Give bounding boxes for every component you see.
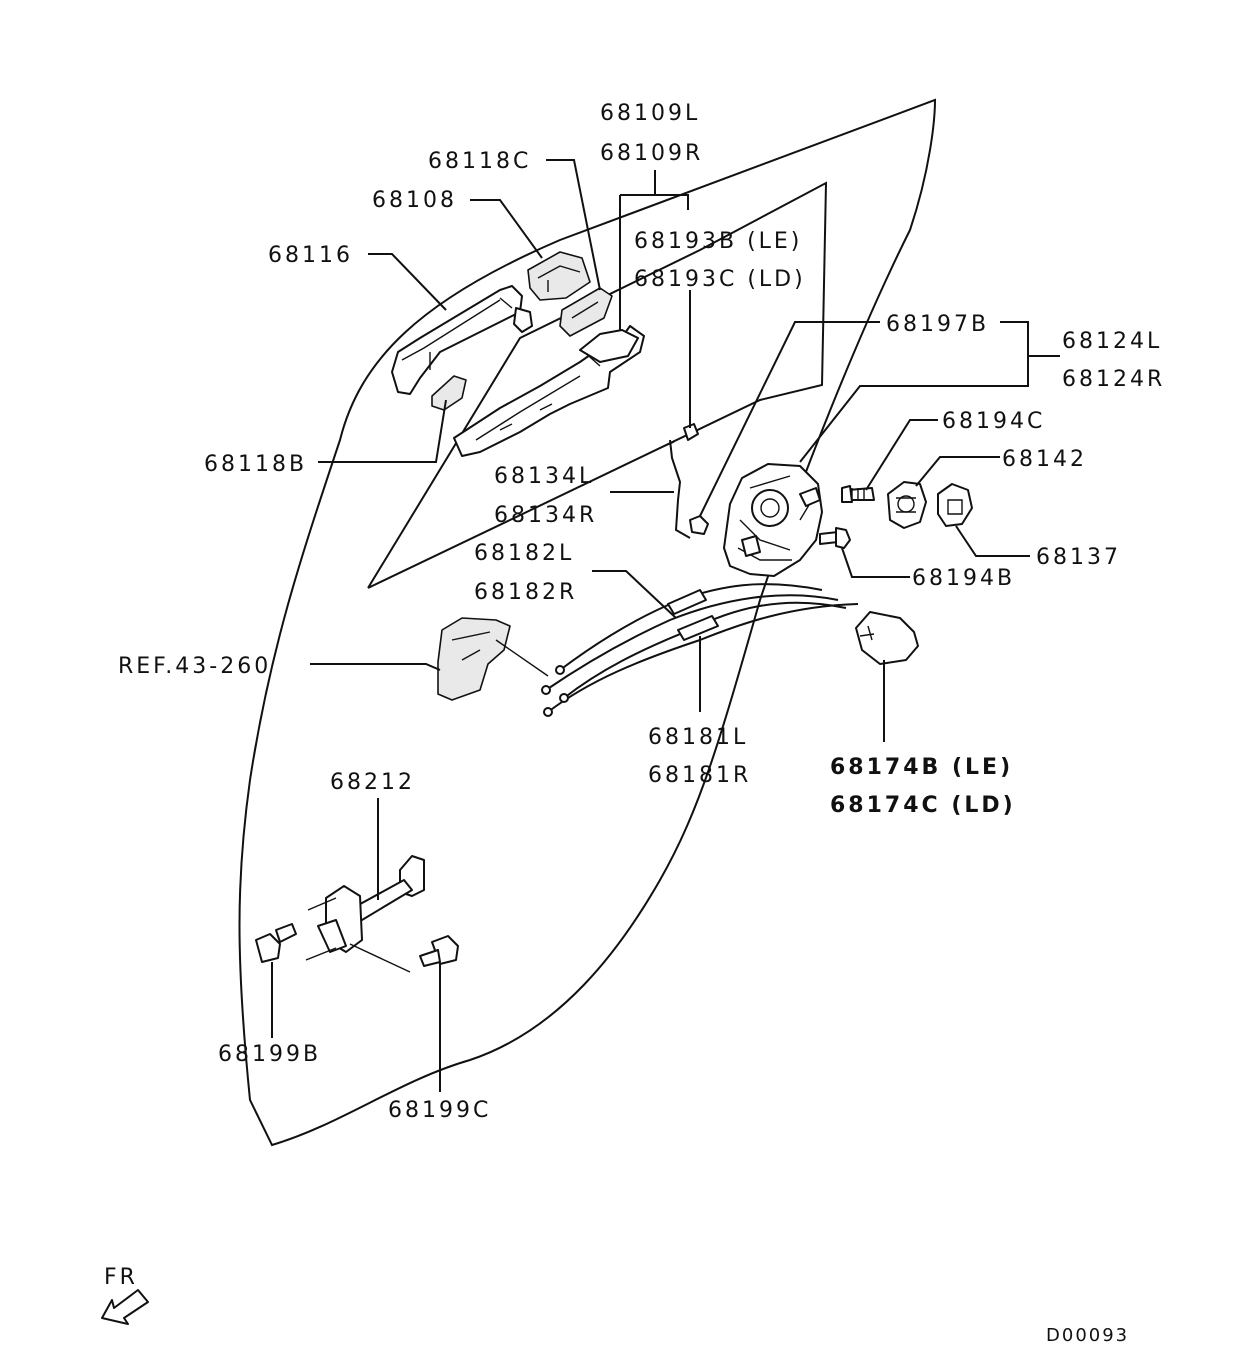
label-68182L: 68182L bbox=[474, 541, 574, 566]
label-68174C: 68174C (LD) bbox=[830, 793, 1016, 818]
label-68134L: 68134L bbox=[494, 464, 594, 489]
label-68116: 68116 bbox=[268, 243, 353, 268]
label-68197B: 68197B bbox=[886, 312, 989, 337]
inner-handle bbox=[437, 617, 511, 701]
direction-label: FR bbox=[104, 1265, 138, 1290]
bolt-right bbox=[419, 935, 459, 967]
label-68174B: 68174B (LE) bbox=[830, 755, 1013, 780]
screw-lower bbox=[819, 527, 851, 549]
label-68118B: 68118B bbox=[204, 452, 307, 477]
door-lock-actuator bbox=[723, 463, 823, 577]
screw-upper bbox=[841, 485, 875, 503]
striker-spacer bbox=[937, 483, 973, 527]
label-68194C: 68194C bbox=[942, 409, 1045, 434]
label-68199C: 68199C bbox=[388, 1098, 491, 1123]
label-68134R: 68134R bbox=[494, 503, 597, 528]
striker bbox=[887, 481, 927, 529]
diagram-code: D00093 bbox=[1046, 1325, 1129, 1346]
label-68109L: 68109L bbox=[600, 101, 700, 126]
label-68194B: 68194B bbox=[912, 566, 1015, 591]
label-ref-43-260: REF.43-260 bbox=[118, 654, 271, 679]
label-68137: 68137 bbox=[1036, 545, 1121, 570]
label-68124R: 68124R bbox=[1062, 367, 1165, 392]
gasket-rear bbox=[431, 375, 467, 411]
outer-door-handle bbox=[391, 285, 533, 395]
front-direction-arrow bbox=[101, 1289, 149, 1325]
lock-cables bbox=[495, 583, 859, 717]
label-68193B: 68193B (LE) bbox=[634, 229, 802, 254]
label-68199B: 68199B bbox=[218, 1042, 321, 1067]
label-68118C: 68118C bbox=[428, 149, 531, 174]
bolt-left bbox=[255, 923, 297, 963]
label-68193C: 68193C (LD) bbox=[634, 267, 806, 292]
label-68181L: 68181L bbox=[648, 725, 748, 750]
label-68212: 68212 bbox=[330, 770, 415, 795]
handle-frame bbox=[453, 325, 645, 457]
label-68181R: 68181R bbox=[648, 763, 751, 788]
label-68182R: 68182R bbox=[474, 580, 577, 605]
label-68108: 68108 bbox=[372, 188, 457, 213]
label-68124L: 68124L bbox=[1062, 329, 1162, 354]
label-68109R: 68109R bbox=[600, 141, 703, 166]
door-checker bbox=[305, 855, 425, 973]
door-outline bbox=[238, 98, 937, 1147]
label-68142: 68142 bbox=[1002, 447, 1087, 472]
handle-cap bbox=[527, 251, 591, 301]
leader-lines bbox=[271, 159, 1060, 1092]
rod-clip bbox=[689, 515, 709, 535]
lock-protector bbox=[855, 611, 919, 665]
